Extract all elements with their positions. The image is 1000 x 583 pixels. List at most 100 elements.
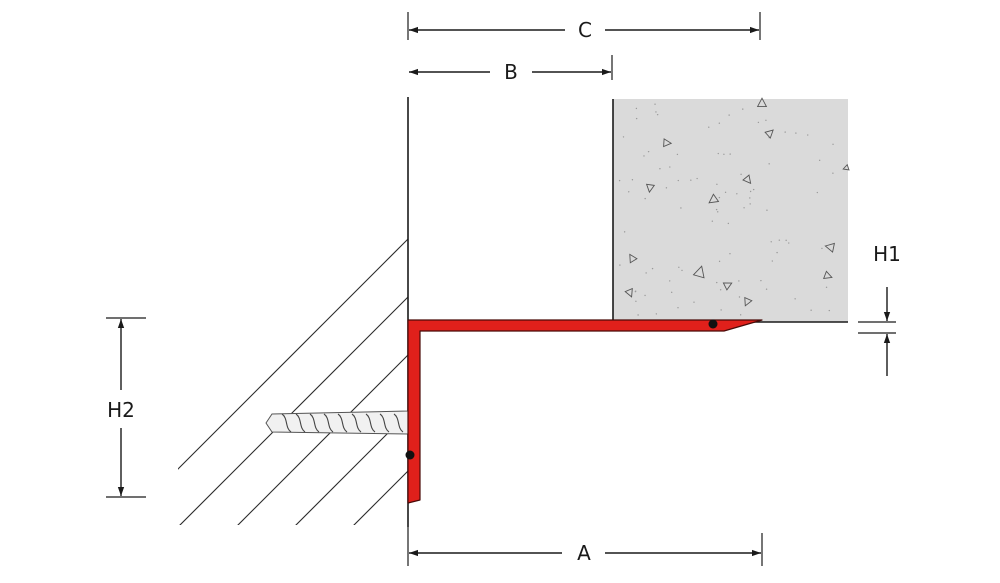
- concrete-speck: [738, 296, 741, 298]
- concrete-aggregate: [764, 129, 774, 139]
- screw-icon: [265, 405, 421, 441]
- concrete-speck: [749, 197, 751, 199]
- concrete-speck: [752, 188, 755, 191]
- concrete-speck: [717, 211, 719, 213]
- concrete-speck: [647, 150, 650, 153]
- concrete-speck: [690, 179, 692, 181]
- concrete-speck: [821, 247, 823, 250]
- concrete-speck: [766, 209, 768, 211]
- concrete-speck: [677, 307, 679, 309]
- concrete-aggregate: [722, 282, 733, 291]
- wall-hatch-line: [990, 97, 1000, 527]
- concrete-speck: [718, 196, 721, 199]
- concrete-speck: [778, 239, 781, 241]
- concrete-speck: [669, 280, 671, 282]
- concrete-speck: [623, 231, 626, 233]
- concrete-speck: [765, 119, 767, 122]
- concrete-speck: [738, 280, 740, 282]
- concrete-aggregate: [823, 270, 833, 280]
- screw-thread: [281, 413, 292, 433]
- concrete-aggregate: [624, 287, 633, 298]
- concrete-speck: [724, 191, 727, 194]
- wall-hatch-line: [179, 296, 408, 525]
- concrete-speck: [739, 314, 742, 316]
- concrete-speck: [770, 241, 772, 243]
- screw-thread: [379, 413, 390, 433]
- concrete-speck: [669, 166, 671, 168]
- concrete-speck: [659, 168, 661, 170]
- dimension-a-label: A: [577, 541, 591, 565]
- screw-thread: [323, 413, 334, 433]
- concrete-speck: [678, 266, 680, 268]
- concrete-speck: [677, 179, 679, 182]
- dimension-c: C: [407, 12, 761, 42]
- screw-thread: [337, 413, 348, 433]
- concrete-aggregate: [842, 163, 850, 171]
- concrete-aggregate: [744, 296, 753, 307]
- wall-hatch-line: [932, 97, 1000, 527]
- concrete-aggregate: [708, 193, 720, 204]
- concrete-speck: [651, 267, 654, 270]
- concrete-speck: [635, 117, 638, 120]
- concrete-aggregate: [824, 242, 835, 253]
- concrete-speck: [760, 279, 762, 282]
- concrete-speck: [696, 177, 698, 180]
- screw-thread: [351, 413, 362, 433]
- concrete-speck: [765, 288, 768, 290]
- concrete-speck: [716, 183, 718, 186]
- concrete-speck: [825, 286, 828, 288]
- profile-pin-vertical: [405, 450, 415, 460]
- concrete-block: [612, 97, 850, 323]
- concrete-speck: [708, 126, 710, 128]
- concrete-speck: [618, 179, 621, 182]
- concrete-speck: [776, 251, 778, 254]
- wall-hatch-line: [295, 412, 408, 525]
- concrete-speck: [736, 193, 738, 195]
- hatched-wall: [178, 97, 1000, 527]
- screw-thread: [365, 413, 376, 433]
- concrete-speck: [795, 132, 797, 134]
- concrete-speck: [654, 103, 656, 105]
- concrete-aggregate: [692, 265, 705, 279]
- concrete-speck: [634, 290, 637, 293]
- concrete-speck: [676, 153, 679, 156]
- concrete-speck: [670, 291, 673, 294]
- concrete-speck: [645, 272, 647, 274]
- concrete-speck: [643, 155, 645, 157]
- concrete-speck: [680, 207, 682, 209]
- concrete-speck: [832, 143, 834, 145]
- wall-hatch-line: [178, 238, 408, 470]
- concrete-speck: [681, 269, 683, 272]
- concrete-speck: [768, 163, 770, 165]
- concrete-speck: [628, 191, 630, 193]
- screw-thread: [295, 413, 306, 433]
- concrete-speck: [740, 173, 742, 176]
- concrete-speck: [729, 153, 731, 155]
- concrete-speck: [757, 121, 760, 124]
- profile-pin-horizontal: [708, 319, 718, 329]
- concrete-speck: [715, 208, 718, 211]
- wall-hatch-line: [874, 97, 1000, 527]
- concrete-speck: [656, 113, 659, 116]
- concrete-speck: [749, 190, 752, 193]
- concrete-speck: [635, 107, 638, 110]
- concrete-speck: [729, 252, 731, 255]
- concrete-speck: [622, 136, 625, 138]
- dimension-b-label: B: [504, 60, 518, 84]
- concrete-speck: [644, 294, 646, 297]
- concrete-speck: [816, 191, 819, 194]
- dimension-h2-label: H2: [107, 398, 135, 422]
- concrete-speck: [655, 111, 657, 113]
- concrete-speck: [644, 197, 646, 200]
- concrete-speck: [784, 131, 786, 133]
- concrete-speck: [828, 309, 831, 312]
- dimension-h2: H2: [106, 317, 146, 498]
- concrete-speck: [719, 289, 722, 291]
- concrete-aggregate: [663, 138, 673, 148]
- concrete-aggregate: [645, 183, 656, 194]
- l-profile-icon: [407, 319, 763, 504]
- concrete-speck: [749, 203, 751, 205]
- concrete-speck: [743, 207, 745, 209]
- concrete-speck: [818, 159, 821, 162]
- concrete-speck: [637, 314, 639, 316]
